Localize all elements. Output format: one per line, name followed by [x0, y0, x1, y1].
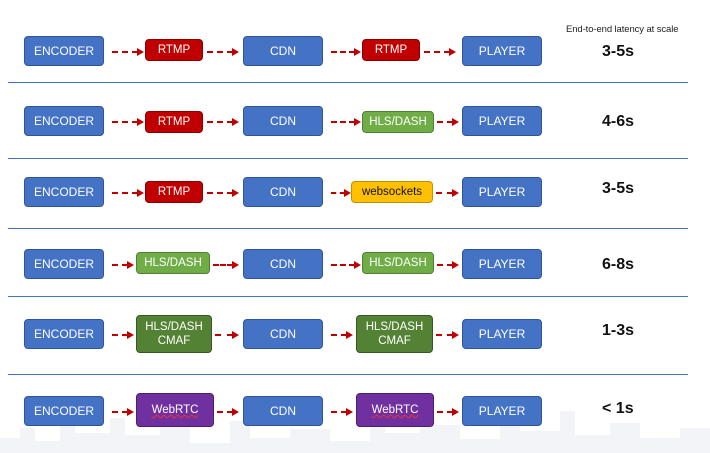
arrow-connector	[207, 118, 239, 126]
row-divider	[8, 296, 688, 297]
protocol-hls-dash-cmaf-box: HLS/DASH CMAF	[136, 315, 212, 353]
arrow-connector	[112, 118, 144, 126]
latency-value: 1-3s	[602, 322, 635, 339]
protocol-label: WebRTC	[371, 403, 419, 416]
arrow-connector	[112, 331, 134, 339]
arrow-connector	[331, 189, 351, 197]
cdn-node: CDN	[243, 106, 323, 136]
arrow-connector	[331, 48, 361, 56]
protocol-webrtc-box: WebRTC	[356, 393, 434, 427]
protocol-line-1: HLS/DASH	[145, 320, 203, 333]
arrow-connector	[112, 189, 144, 197]
skyline-watermark	[0, 411, 710, 453]
protocol-hls-dash-cmaf-box: HLS/DASH CMAF	[356, 315, 433, 353]
protocol-label: WebRTC	[151, 403, 199, 416]
arrow-connector	[215, 331, 239, 339]
protocol-websockets-box: websockets	[351, 181, 433, 203]
arrow-connector	[437, 261, 459, 269]
row-divider	[8, 82, 688, 83]
protocol-hls-dash-box: HLS/DASH	[362, 252, 434, 274]
encoder-node: ENCODER	[24, 249, 104, 279]
row-divider	[8, 158, 688, 159]
arrow-connector	[207, 189, 239, 197]
cdn-node: CDN	[243, 249, 323, 279]
arrow-connector	[217, 408, 239, 416]
protocol-line-2: CMAF	[157, 335, 191, 347]
arrow-connector	[437, 118, 459, 126]
encoder-node: ENCODER	[24, 177, 104, 207]
latency-column-header: End-to-end latency at scale	[566, 24, 679, 35]
player-node: PLAYER	[462, 177, 542, 207]
cdn-node: CDN	[243, 319, 323, 349]
latency-value: 6-8s	[602, 256, 635, 273]
arrow-connector	[331, 261, 361, 269]
encoder-node: ENCODER	[24, 319, 104, 349]
arrow-connector	[331, 408, 353, 416]
protocol-hls-dash-box: HLS/DASH	[362, 111, 434, 133]
protocol-line-1: HLS/DASH	[365, 320, 424, 333]
player-node: PLAYER	[462, 396, 542, 426]
player-node: PLAYER	[462, 36, 542, 66]
cdn-node: CDN	[243, 396, 323, 426]
arrow-connector	[424, 48, 456, 56]
cdn-node: CDN	[243, 36, 323, 66]
row-divider	[8, 228, 688, 229]
cdn-node: CDN	[243, 177, 323, 207]
latency-value: 4-6s	[602, 113, 635, 130]
protocol-rtmp-box: RTMP	[145, 111, 203, 133]
latency-value: 3-5s	[602, 180, 635, 197]
protocol-rtmp-box: RTMP	[362, 39, 420, 61]
arrow-connector	[112, 261, 134, 269]
encoder-node: ENCODER	[24, 36, 104, 66]
arrow-connector	[436, 331, 459, 339]
protocol-rtmp-box: RTMP	[145, 181, 203, 203]
latency-value: 3-5s	[602, 43, 635, 60]
encoder-node: ENCODER	[24, 106, 104, 136]
protocol-webrtc-box: WebRTC	[136, 393, 214, 427]
protocol-rtmp-box: RTMP	[145, 39, 203, 61]
encoder-node: ENCODER	[24, 396, 104, 426]
arrow-connector	[331, 331, 353, 339]
arrow-connector	[437, 408, 459, 416]
player-node: PLAYER	[462, 319, 542, 349]
protocol-hls-dash-box: HLS/DASH	[136, 252, 210, 274]
player-node: PLAYER	[462, 249, 542, 279]
arrow-connector	[213, 261, 239, 269]
arrow-connector	[207, 48, 239, 56]
protocol-line-2: CMAF	[378, 335, 411, 347]
arrow-connector	[112, 48, 144, 56]
player-node: PLAYER	[462, 106, 542, 136]
row-divider	[8, 374, 688, 375]
arrow-connector	[331, 118, 361, 126]
latency-value: < 1s	[602, 400, 634, 417]
arrow-connector	[436, 189, 459, 197]
arrow-connector	[112, 408, 134, 416]
